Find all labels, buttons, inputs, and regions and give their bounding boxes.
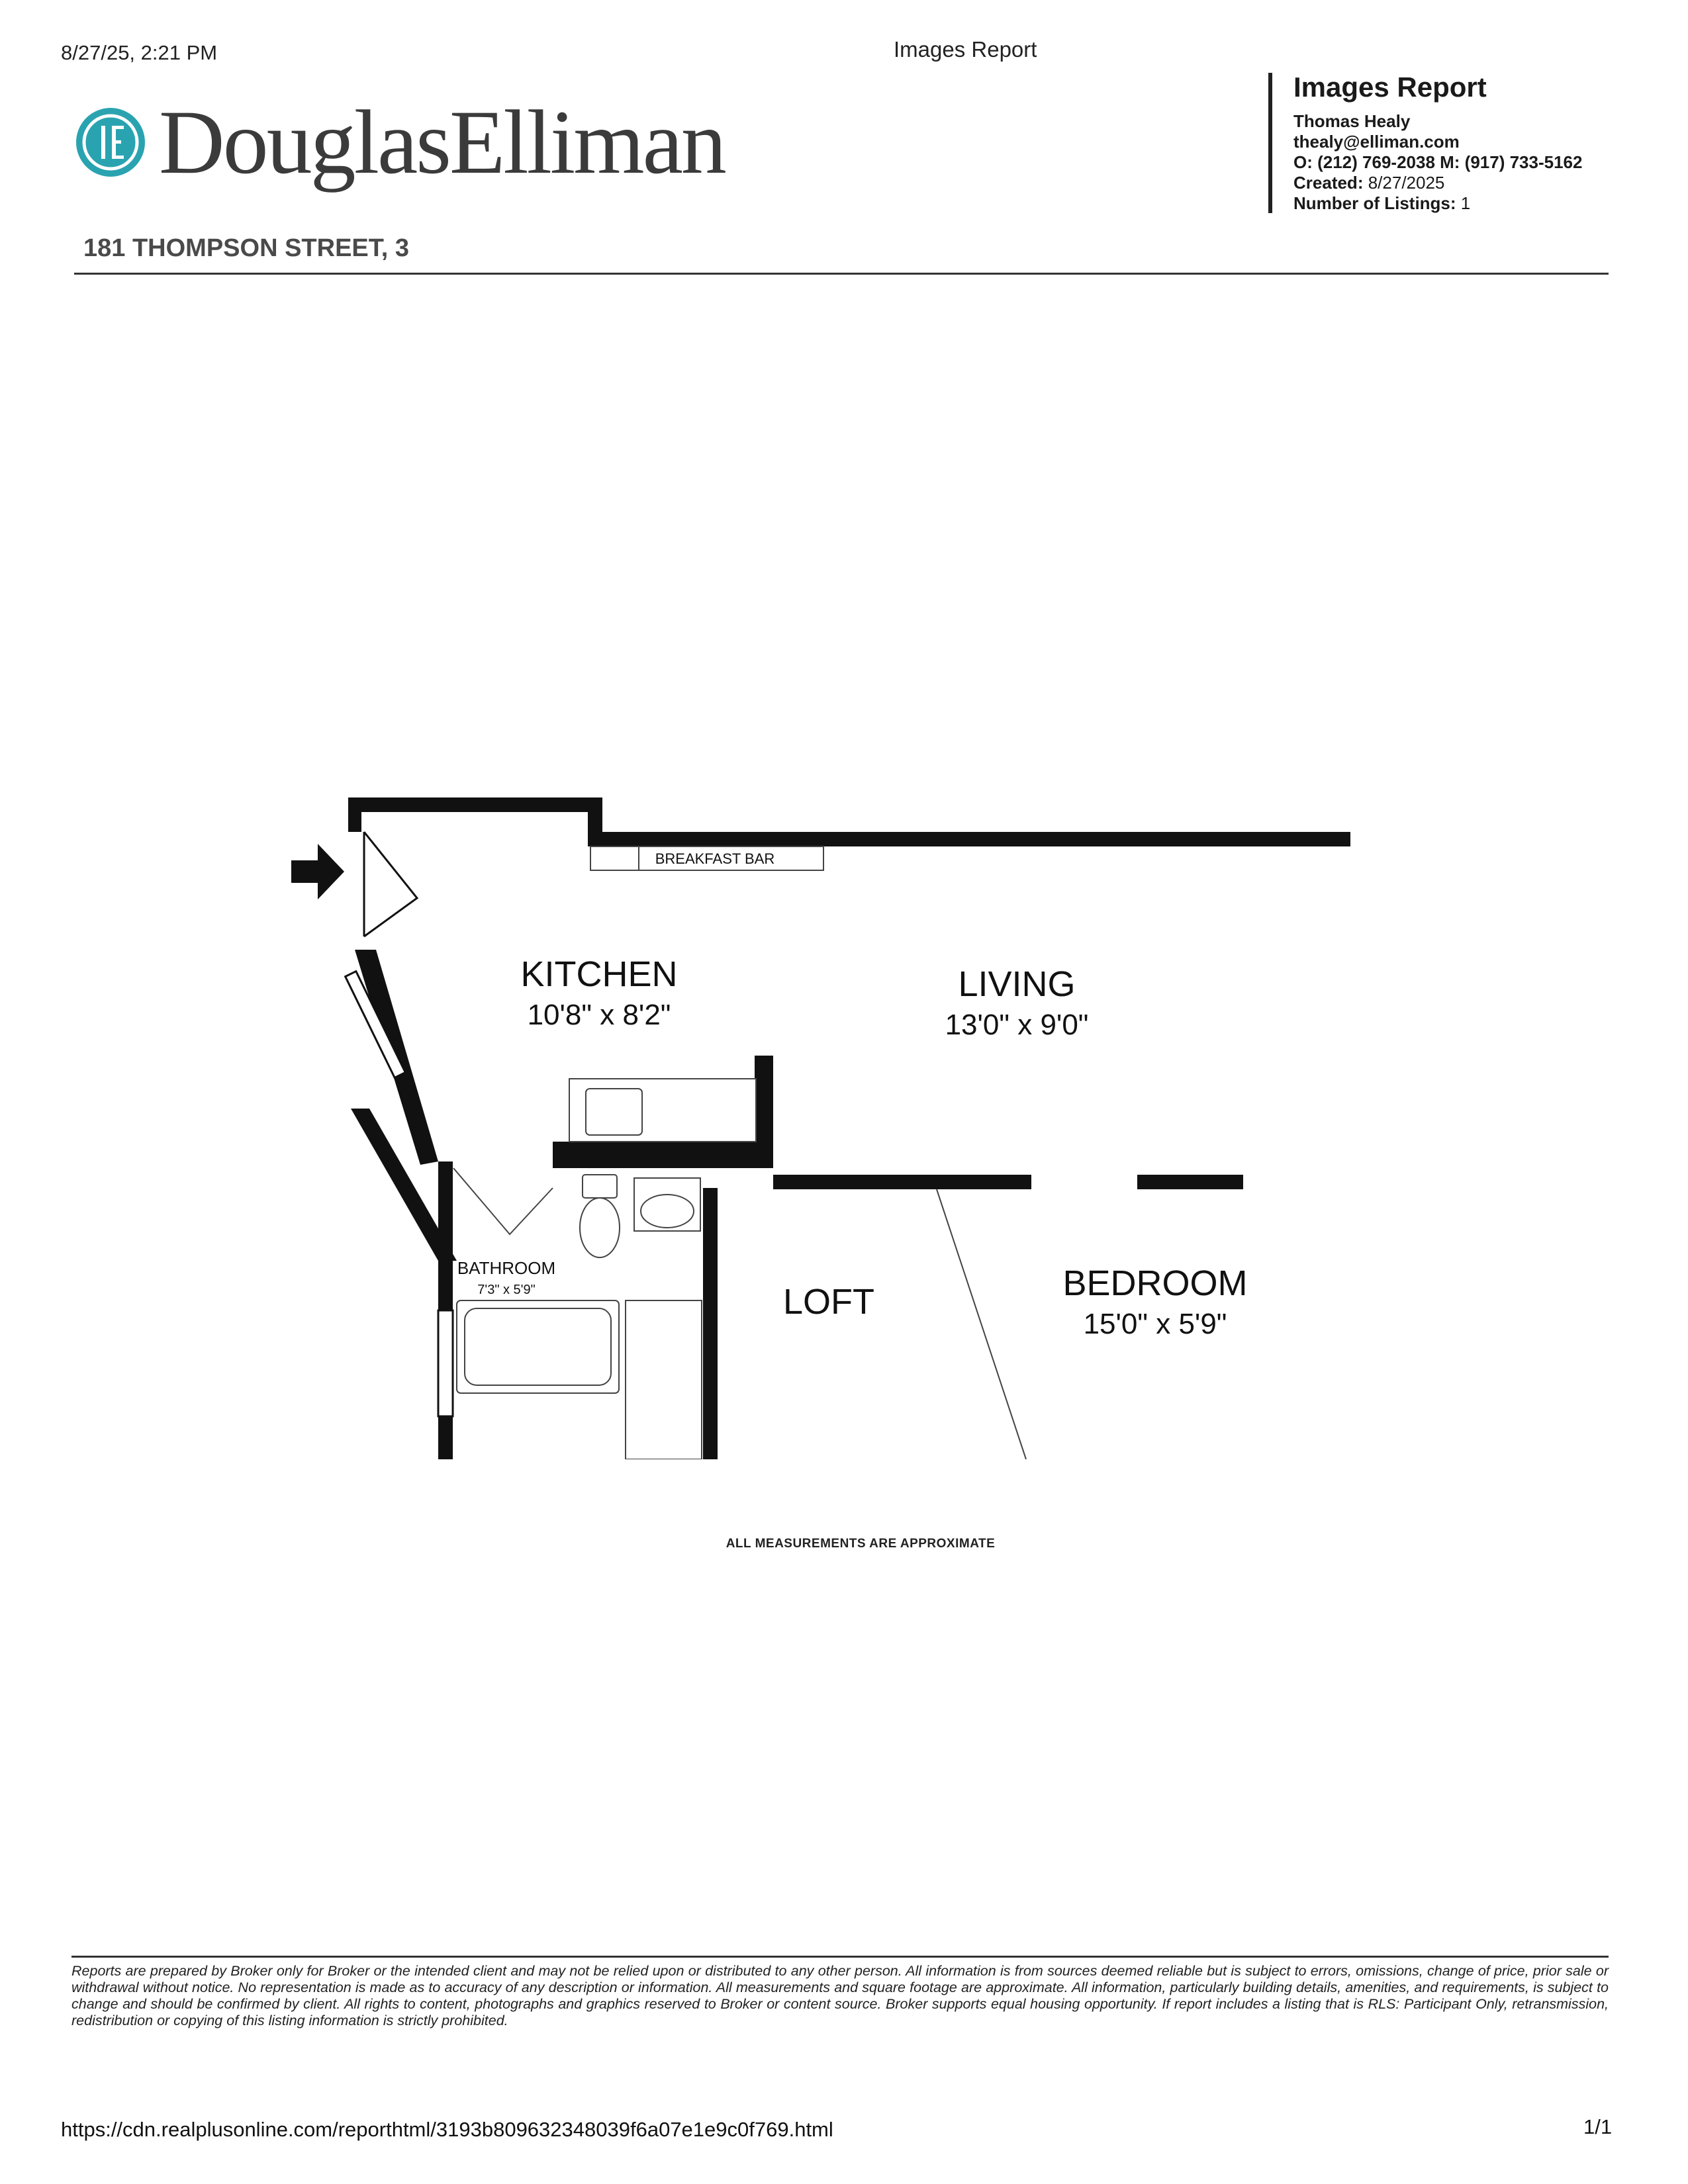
toilet-icon — [579, 1197, 620, 1258]
kitchen-sink-icon — [585, 1088, 643, 1136]
created-value: 8/27/2025 — [1368, 173, 1445, 193]
bedroom-dimensions: 15'0" x 5'9" — [1084, 1308, 1227, 1340]
listings-label: Number of Listings: — [1293, 193, 1456, 213]
report-title: Images Report — [1293, 71, 1487, 103]
page-url: https://cdn.realplusonline.com/reporthtm… — [61, 2118, 833, 2141]
bathtub-basin-icon — [464, 1308, 612, 1386]
entry-window — [344, 970, 407, 1079]
logo-wordmark: DouglasElliman — [159, 91, 727, 193]
sink-icon — [640, 1194, 694, 1228]
bedroom-label: BEDROOM — [1062, 1263, 1247, 1303]
agent-phones: O: (212) 769-2038 M: (917) 733-5162 — [1293, 152, 1583, 172]
header-divider — [74, 273, 1609, 275]
breakfast-bar — [590, 846, 824, 871]
bathroom-door-icon — [453, 1167, 553, 1236]
listing-address: 181 THOMPSON STREET, 3 — [83, 234, 410, 262]
entrance-arrow-icon — [291, 844, 344, 899]
floor-plan-walls — [348, 797, 1350, 1459]
bathroom-dimensions: 7'3" x 5'9" — [477, 1283, 535, 1297]
page-number: 1/1 — [1583, 2115, 1613, 2138]
agent-email: thealy@elliman.com — [1293, 132, 1460, 152]
agent-info-block: Images Report Thomas Healy thealy@ellima… — [1293, 71, 1664, 214]
living-dimensions: 13'0" x 9'0" — [945, 1009, 1089, 1041]
bathroom-label: BATHROOM — [457, 1258, 555, 1278]
douglas-elliman-logo: DouglasElliman — [74, 91, 727, 193]
kitchen-dimensions: 10'8" x 8'2" — [528, 999, 671, 1031]
loft-label: LOFT — [783, 1282, 874, 1322]
listings-row: Number of Listings: 1 — [1293, 193, 1664, 214]
floor-plan: BREAKFAST BAR KITCHEN 10'8" x 8'2" LIVIN… — [291, 797, 1350, 1459]
info-divider — [1268, 73, 1272, 213]
listings-value: 1 — [1460, 193, 1471, 213]
measurements-note: ALL MEASUREMENTS ARE APPROXIMATE — [726, 1537, 996, 1551]
disclaimer-text: Reports are prepared by Broker only for … — [71, 1963, 1609, 2028]
loft-ladder-line — [936, 1189, 1027, 1459]
bath-closet — [625, 1300, 702, 1459]
breakfast-bar-label: BREAKFAST BAR — [655, 850, 775, 867]
logo-emblem-icon — [76, 108, 145, 177]
bathroom-window — [437, 1309, 454, 1418]
agent-name: Thomas Healy — [1293, 111, 1411, 131]
living-label: LIVING — [958, 964, 1075, 1004]
footer-divider — [71, 1956, 1609, 1958]
created-label: Created: — [1293, 173, 1364, 193]
print-header-title: Images Report — [894, 37, 1037, 62]
kitchen-label: KITCHEN — [520, 954, 677, 994]
entry-door-icon — [363, 831, 419, 938]
print-timestamp: 8/27/25, 2:21 PM — [61, 41, 218, 64]
created-row: Created: 8/27/2025 — [1293, 173, 1664, 193]
toilet-tank — [582, 1174, 618, 1199]
